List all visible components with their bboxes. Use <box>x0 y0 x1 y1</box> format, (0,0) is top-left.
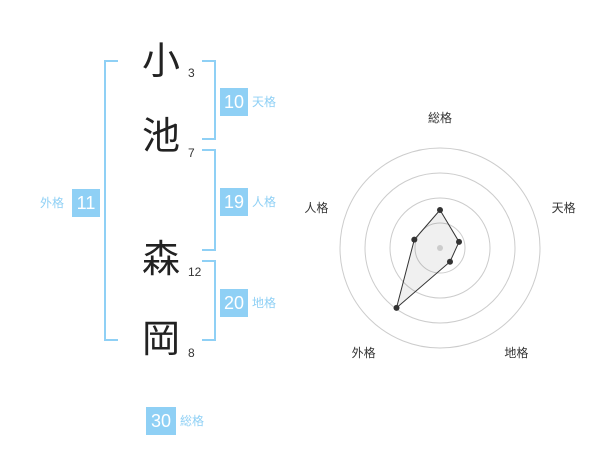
stroke-count-1: 3 <box>188 66 195 80</box>
jinkaku-label: 人格 <box>252 195 277 209</box>
chikaku-value-box: 20 <box>220 289 248 317</box>
radar-ring <box>339 147 541 349</box>
soukaku-value-box: 30 <box>146 407 176 435</box>
tenkaku-value-box: 10 <box>220 88 248 116</box>
radar-center-dot <box>437 245 443 251</box>
radar-point-1 <box>437 207 443 213</box>
gaikaku-label: 外格 <box>40 196 65 210</box>
radar-points <box>393 207 463 311</box>
gaikaku-bracket <box>104 60 118 341</box>
chikaku-bracket <box>202 260 216 341</box>
stroke-count-4: 8 <box>188 346 195 360</box>
name-char-3: 森 <box>141 237 180 281</box>
radar-ring <box>414 222 466 274</box>
chikaku-label: 地格 <box>252 296 277 310</box>
tenkaku-bracket <box>202 60 216 140</box>
radar-axis-label: 総格 <box>428 110 452 125</box>
radar-axis-label: 天格 <box>552 200 576 215</box>
radar-axis-label: 人格 <box>304 200 328 215</box>
name-char-4: 岡 <box>141 317 180 361</box>
radar-point-3 <box>446 258 453 265</box>
tenkaku-label: 天格 <box>252 95 277 109</box>
radar-ring <box>389 197 491 299</box>
radar-point-2 <box>456 238 463 245</box>
jinkaku-value-box: 19 <box>220 188 248 216</box>
stroke-count-2: 7 <box>188 146 195 160</box>
name-char-2: 池 <box>141 114 180 158</box>
gaikaku-value-box: 11 <box>72 189 100 217</box>
radar-axis-label: 外格 <box>352 345 376 360</box>
radar-axis-label: 地格 <box>504 345 528 360</box>
jinkaku-bracket <box>202 149 216 251</box>
radar-point-5 <box>411 236 418 243</box>
soukaku-label: 総格 <box>180 414 205 428</box>
radar-shape <box>395 209 460 310</box>
radar-point-4 <box>393 304 400 311</box>
stroke-count-3: 12 <box>188 265 202 279</box>
name-char-1: 小 <box>141 39 180 83</box>
radar-rings <box>339 147 541 349</box>
radar-ring <box>364 172 516 324</box>
